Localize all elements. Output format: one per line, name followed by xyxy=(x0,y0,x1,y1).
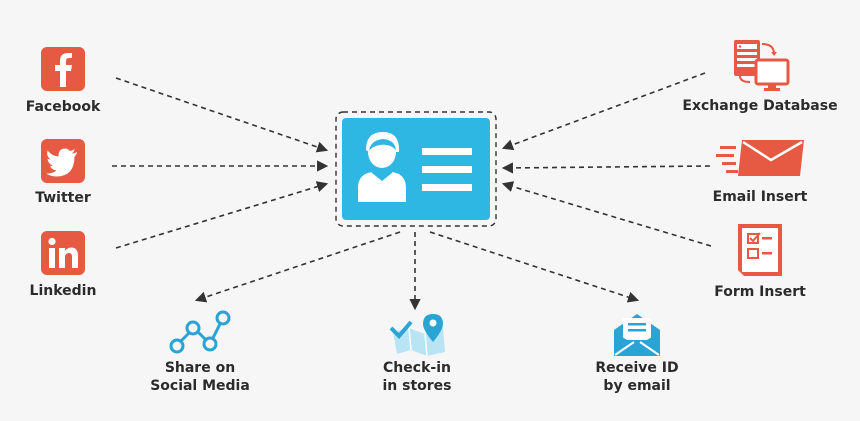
arrow-form-to-card xyxy=(501,181,712,247)
share-network-icon xyxy=(169,310,231,354)
arrow-email-to-card xyxy=(501,162,711,174)
checkin-label-line2: in stores xyxy=(382,378,452,394)
linkedin-icon xyxy=(41,231,85,275)
arrow-card-to-receive xyxy=(429,231,640,303)
twitter-icon xyxy=(41,139,85,183)
form-insert-label: Form Insert xyxy=(714,284,806,300)
facebook-label: Facebook xyxy=(25,99,101,115)
checkin-label: Check-in in stores xyxy=(355,359,479,395)
arrow-linkedin-to-card xyxy=(115,181,329,249)
share-label-line2: Social Media xyxy=(150,378,250,394)
database-computer-icon xyxy=(734,40,790,91)
receive-label-line2: by email xyxy=(603,378,671,394)
checkin-label-line1: Check-in xyxy=(383,360,451,376)
facebook-icon xyxy=(41,47,85,91)
connectors xyxy=(112,72,712,311)
map-checkin-icon xyxy=(389,314,445,357)
share-label-line1: Share on xyxy=(164,360,236,376)
arrow-facebook-to-card xyxy=(115,77,329,153)
email-icon xyxy=(716,140,804,176)
arrow-card-to-share xyxy=(194,231,401,303)
linkedin-label: Linkedin xyxy=(29,283,97,299)
receive-label-line1: Receive ID xyxy=(595,360,679,376)
exchange-database-label: Exchange Database xyxy=(682,98,838,114)
twitter-label: Twitter xyxy=(35,190,91,206)
open-envelope-icon xyxy=(614,314,660,356)
id-card-icon xyxy=(335,111,497,227)
share-label: Share on Social Media xyxy=(138,359,262,395)
email-insert-label: Email Insert xyxy=(712,189,808,205)
receive-label: Receive ID by email xyxy=(575,359,699,395)
form-checklist-icon xyxy=(738,224,782,276)
arrow-exchange-to-card xyxy=(501,72,706,151)
